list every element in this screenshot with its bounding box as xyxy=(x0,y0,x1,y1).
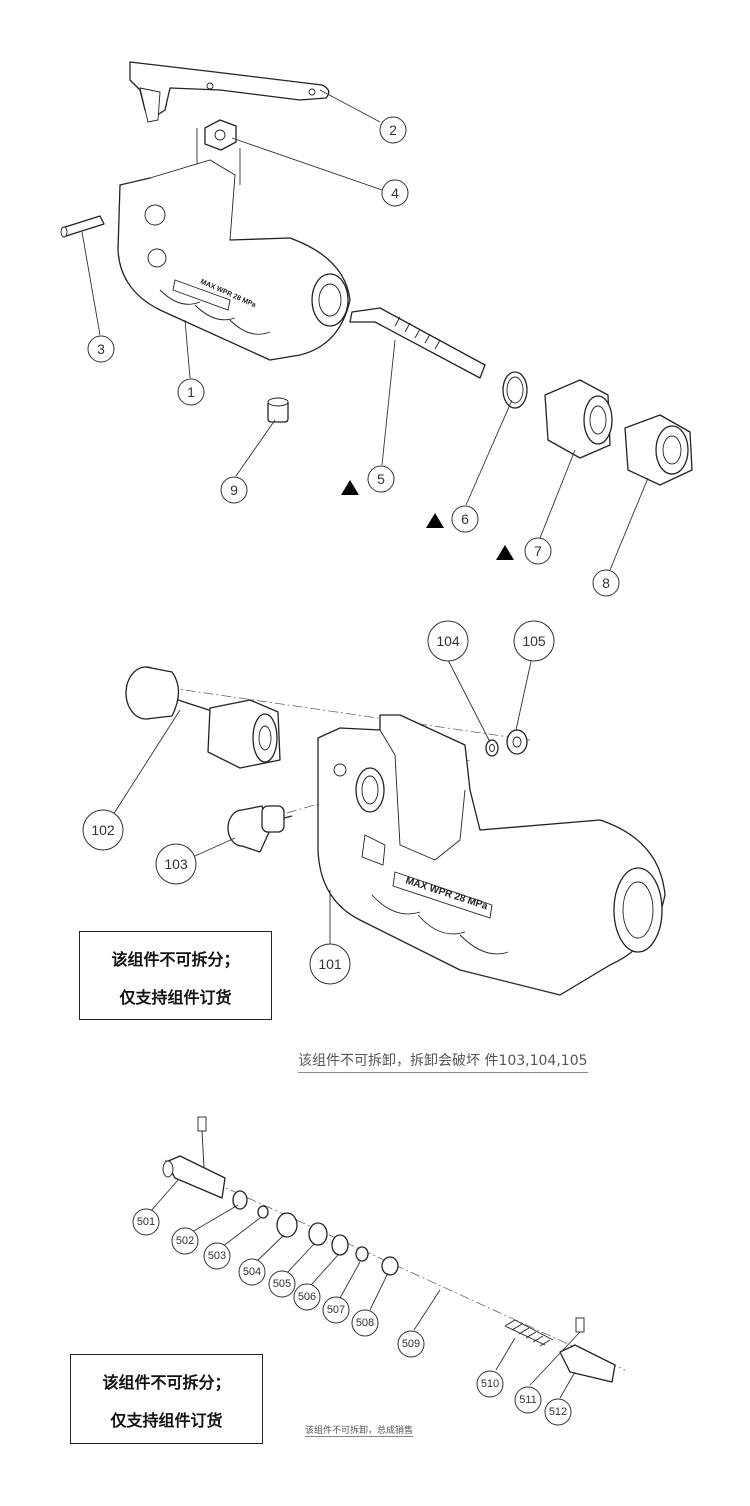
callout-label: 501 xyxy=(137,1216,155,1228)
section-3-exploded-view: 501 502 503 504 505 506 507 508 509 510 … xyxy=(132,1116,626,1426)
note-line-2: 仅支持组件订货 xyxy=(119,988,232,1007)
valve-part-103 xyxy=(227,805,293,853)
ring-part-505 xyxy=(308,1222,328,1246)
callout-label: 1 xyxy=(187,384,195,400)
body-part-1 xyxy=(117,159,351,361)
spacer-part-507 xyxy=(355,1246,369,1262)
callout-label: 508 xyxy=(356,1317,374,1329)
callout-511: 511 xyxy=(514,1386,542,1414)
note-line-1: 该组件不可拆分； xyxy=(102,1373,231,1392)
callout-label: 507 xyxy=(327,1304,345,1316)
seal-part-504 xyxy=(276,1212,298,1238)
body-part-101 xyxy=(317,714,666,996)
fitting-part-7 xyxy=(544,379,613,459)
callout-label: 101 xyxy=(318,956,342,972)
washer-part-104 xyxy=(485,739,499,757)
ring-part-506 xyxy=(331,1234,349,1256)
callout-1: 1 xyxy=(177,378,205,406)
washer-part-502 xyxy=(232,1190,248,1210)
callout-label: 511 xyxy=(519,1394,537,1406)
plunger-part-102 xyxy=(125,666,281,769)
note-line-1: 该组件不可拆分； xyxy=(111,950,240,969)
callout-103: 103 xyxy=(155,843,197,885)
callout-label: 104 xyxy=(436,633,460,649)
callout-504: 504 xyxy=(238,1258,266,1286)
callout-label: 3 xyxy=(97,341,105,357)
callout-501: 501 xyxy=(132,1208,160,1236)
callout-label: 502 xyxy=(176,1235,194,1247)
callout-label: 512 xyxy=(549,1406,567,1418)
note-line-2: 仅支持组件订货 xyxy=(110,1411,223,1430)
callout-label: 105 xyxy=(522,633,546,649)
assembly-note-box: 该组件不可拆分； 仅支持组件订货 xyxy=(70,1354,263,1444)
callout-512: 512 xyxy=(544,1398,572,1426)
callout-509: 509 xyxy=(397,1330,425,1358)
callout-503: 503 xyxy=(203,1242,231,1270)
pin-part-503 xyxy=(257,1205,269,1219)
warning-triangle-icon xyxy=(341,480,359,495)
callout-105: 105 xyxy=(513,620,555,662)
section-3-leaders xyxy=(149,1179,581,1399)
section-3-caption: 该组件不可拆卸，总成销售 xyxy=(305,1423,414,1437)
section-2-exploded-view: MAX WPR 28 MPa 104 105 102 103 101 xyxy=(82,620,666,996)
shaft-part-5 xyxy=(349,307,486,379)
callout-label: 506 xyxy=(298,1291,316,1303)
callout-4: 4 xyxy=(381,179,409,207)
callout-101: 101 xyxy=(309,943,351,985)
sleeve-part-512 xyxy=(559,1344,616,1383)
callout-label: 5 xyxy=(377,471,385,487)
callout-label: 503 xyxy=(208,1250,226,1262)
callout-9: 9 xyxy=(220,476,248,504)
lever-part-2 xyxy=(129,61,330,123)
callout-label: 9 xyxy=(230,482,238,498)
callout-label: 7 xyxy=(534,543,542,559)
callout-8: 8 xyxy=(592,569,620,597)
pin-part-3 xyxy=(60,215,105,238)
callout-label: 505 xyxy=(273,1278,291,1290)
cap-nut-part-8 xyxy=(624,414,693,486)
warning-triangle-icon xyxy=(426,513,444,528)
callout-104: 104 xyxy=(427,620,469,662)
section-2-leaders xyxy=(112,656,533,947)
section-1-exploded-view: 2 4 3 1 5 9 6 7 8 MAX WPR 28 MPa xyxy=(60,61,693,597)
callout-6: 6 xyxy=(451,505,479,533)
callout-502: 502 xyxy=(171,1227,199,1255)
nut-part-508 xyxy=(381,1256,399,1276)
callout-label: 2 xyxy=(389,122,397,138)
callout-7: 7 xyxy=(524,537,552,565)
callout-label: 4 xyxy=(391,185,399,201)
insert-part-9 xyxy=(267,397,289,423)
sleeve-part-501 xyxy=(162,1116,226,1199)
callout-label: 6 xyxy=(461,511,469,527)
spring-part-510 xyxy=(504,1319,554,1347)
section-1-leaders xyxy=(81,89,649,571)
callout-label: 102 xyxy=(91,822,115,838)
washer-part-105 xyxy=(506,729,528,755)
callout-3: 3 xyxy=(87,335,115,363)
assembly-note-box: 该组件不可拆分； 仅支持组件订货 xyxy=(79,931,272,1020)
section-2-caption: 该组件不可拆卸，拆卸会破坏 件103,104,105 xyxy=(298,1050,588,1073)
callout-505: 505 xyxy=(268,1270,296,1298)
callout-label: 504 xyxy=(243,1266,261,1278)
callout-label: 510 xyxy=(481,1378,499,1390)
callout-506: 506 xyxy=(293,1283,321,1311)
callout-510: 510 xyxy=(476,1370,504,1398)
callout-507: 507 xyxy=(322,1296,350,1324)
callout-508: 508 xyxy=(351,1309,379,1337)
callout-label: 509 xyxy=(402,1338,420,1350)
callout-2: 2 xyxy=(379,116,407,144)
o-ring-part-6 xyxy=(502,371,528,409)
callout-label: 8 xyxy=(602,575,610,591)
callout-label: 103 xyxy=(164,856,188,872)
warning-triangle-icon xyxy=(496,545,514,560)
callout-102: 102 xyxy=(82,809,124,851)
callout-5: 5 xyxy=(367,465,395,493)
screw-part-511 xyxy=(575,1317,585,1333)
